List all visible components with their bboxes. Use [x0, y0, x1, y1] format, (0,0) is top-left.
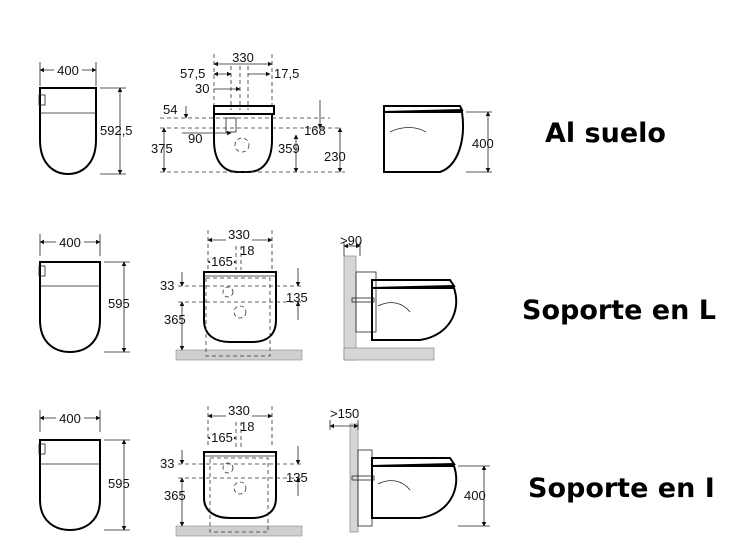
dim-front-left-offset: 57,5 — [180, 66, 205, 81]
dim-front-375: 375 — [151, 141, 173, 156]
dim-top-depth-i: 595 — [108, 476, 130, 491]
side-view-soporte-l: >90 — [340, 233, 458, 361]
label-soporte-en-i: Soporte en I — [528, 473, 715, 504]
dim-side-height-i: 400 — [464, 488, 486, 503]
dim-front-width-l: 330 — [228, 227, 250, 242]
top-view-soporte-l: 400 595 — [38, 234, 130, 354]
dim-top-width-i: 400 — [59, 411, 81, 426]
front-view-soporte-l: 330 18 165 33 365 135 — [160, 227, 308, 361]
top-view-soporte-i: 400 595 — [38, 410, 130, 532]
dim-top-depth-l: 595 — [108, 296, 130, 311]
dim-front-365-l: 365 — [164, 312, 186, 327]
dim-top-depth: 592,5 — [100, 123, 133, 138]
dim-front-width: 330 — [232, 50, 254, 65]
dim-front-135-i: 135 — [286, 470, 308, 485]
front-view-al-suelo: 330 57,5 17,5 30 54 90 375 168 35 — [151, 50, 346, 173]
row-soporte-en-l: 400 595 330 18 165 — [38, 227, 716, 361]
dim-front-30: 30 — [195, 81, 209, 96]
dim-side-height: 400 — [472, 136, 494, 151]
dim-front-230: 230 — [324, 149, 346, 164]
front-view-soporte-i: 330 18 165 33 365 135 — [160, 403, 308, 537]
side-view-al-suelo: 400 — [383, 105, 494, 173]
row-soporte-en-i: 400 595 330 18 165 — [38, 403, 715, 537]
dim-top-width-l: 400 — [59, 235, 81, 250]
side-view-soporte-i: >150 400 — [329, 406, 490, 533]
label-al-suelo: Al suelo — [545, 118, 666, 149]
dim-front-33-i: 33 — [160, 456, 174, 471]
dim-front-18-l: 18 — [240, 243, 254, 258]
dim-front-54: 54 — [163, 102, 177, 117]
dim-front-18-i: 18 — [240, 419, 254, 434]
dim-front-165-l: 165 — [211, 254, 233, 269]
label-soporte-en-l: Soporte en L — [522, 295, 716, 326]
dim-front-right-offset: 17,5 — [274, 66, 299, 81]
dim-front-135-l: 135 — [286, 290, 308, 305]
dim-front-90: 90 — [188, 131, 202, 146]
dim-side-gap-i: >150 — [330, 406, 359, 421]
dim-front-365-i: 365 — [164, 488, 186, 503]
dim-front-33-l: 33 — [160, 278, 174, 293]
dim-front-168: 168 — [304, 123, 326, 138]
row-al-suelo: 400 592,5 330 57,5 17,5 30 — [38, 50, 666, 176]
dim-front-165-i: 165 — [211, 430, 233, 445]
top-view-al-suelo: 400 592,5 — [38, 62, 133, 176]
dim-top-width: 400 — [57, 63, 79, 78]
dim-side-gap-l: >90 — [340, 233, 362, 248]
dim-front-359: 359 — [278, 141, 300, 156]
dim-front-width-i: 330 — [228, 403, 250, 418]
